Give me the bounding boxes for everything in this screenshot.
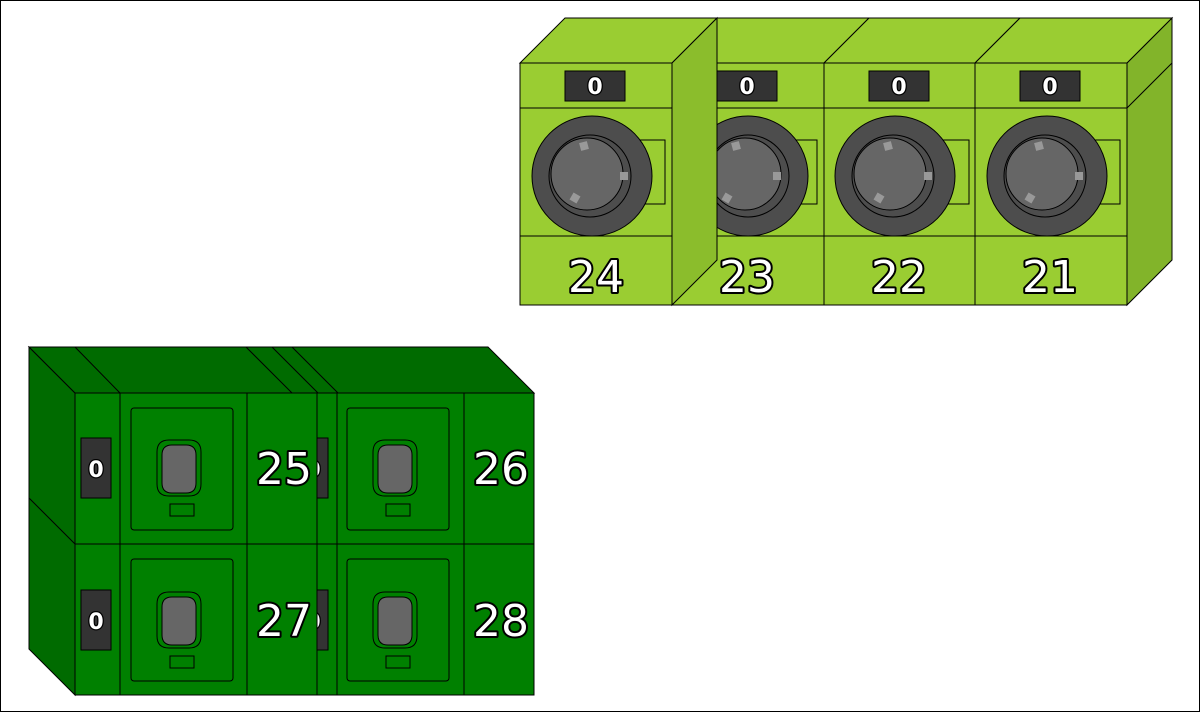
coin-counter-display [868, 70, 930, 102]
dryer-top-right [244, 346, 536, 394]
machine-number: 21 [1022, 252, 1078, 303]
drum-paddle [1034, 141, 1044, 151]
drum-paddle [883, 141, 893, 151]
washer-side-panel [671, 16, 718, 307]
drum-paddle [773, 172, 781, 180]
dryer-top-line [271, 346, 319, 394]
machine-number: 27 [256, 596, 312, 647]
machine-number: 26 [473, 444, 529, 495]
dryer-window [377, 444, 413, 494]
dryer-window [161, 444, 197, 494]
dryer-window [161, 596, 197, 646]
drum-paddle [1075, 172, 1083, 180]
washer-24[interactable]: 0 24 [518, 16, 719, 307]
washer-counter: 0 [587, 75, 602, 100]
dryer-counter: 0 [88, 610, 103, 635]
dryer-window [377, 596, 413, 646]
drum-paddle [579, 141, 589, 151]
washer-drum [708, 137, 782, 211]
dryer-27[interactable]: 0 27 [74, 543, 318, 696]
dryer-door-frame [346, 407, 450, 531]
drum-paddle [620, 172, 628, 180]
drum-paddle [731, 141, 741, 151]
dryer-28[interactable]: 0 28 [291, 543, 535, 696]
coin-counter-display [80, 437, 112, 499]
dryer-handle [169, 503, 195, 517]
washer-door-rim [548, 134, 632, 218]
dryer-stack-side-line [28, 497, 76, 545]
machine-number: 28 [473, 596, 529, 647]
machine-number: 22 [871, 252, 927, 303]
drum-paddle [1024, 192, 1036, 204]
dryer-stack: 0 26 0 28 0 [27, 345, 536, 697]
coin-counter-display [80, 589, 112, 651]
dryer-top-line [74, 346, 121, 394]
dryer-door-frame [346, 558, 450, 682]
dryer-handle [385, 655, 411, 669]
dryer-handle [385, 503, 411, 517]
washer-bank: 0 23 0 22 [518, 16, 1174, 307]
washer-counter: 0 [1042, 75, 1057, 100]
dryer-handle [169, 655, 195, 669]
machine-number: 23 [719, 252, 775, 303]
washer-counter: 0 [739, 75, 754, 100]
washer-counter: 0 [891, 75, 906, 100]
dryer-counter: 0 [88, 458, 103, 483]
washer-bank-side [1126, 16, 1173, 307]
washer-bank-side-line [1126, 62, 1173, 109]
coin-counter-display [564, 70, 626, 102]
drum-paddle [721, 192, 733, 204]
dryer-top-line [291, 346, 339, 394]
dryer-front [74, 392, 318, 545]
drum-paddle [924, 172, 932, 180]
drum-paddle [569, 192, 581, 204]
dryer-door-frame [130, 558, 234, 682]
machine-number: 24 [568, 252, 624, 303]
washer-door-rim [1003, 134, 1087, 218]
coin-counter-display [1019, 70, 1081, 102]
washer-22[interactable]: 0 22 [822, 17, 1022, 306]
washer-door-rim [851, 134, 935, 218]
washer-21[interactable]: 0 21 [973, 17, 1174, 306]
dryer-door-frame [130, 407, 234, 531]
drum-paddle [873, 192, 885, 204]
machine-number: 25 [256, 444, 312, 495]
dryer-25[interactable]: 0 25 [74, 392, 318, 545]
dryer-26[interactable]: 0 26 [291, 392, 535, 545]
